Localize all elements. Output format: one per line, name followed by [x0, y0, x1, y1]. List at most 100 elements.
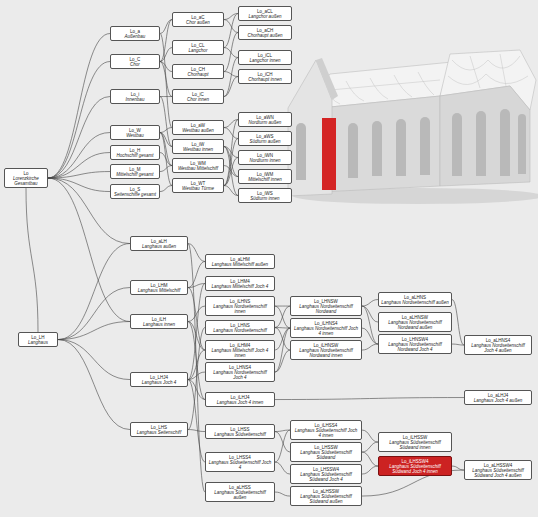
node-code: Lo_LHM4: [208, 279, 272, 284]
node-box: Lo_aLHSSWLanghaus Südseitenschiff Südwan…: [290, 486, 362, 506]
node-box: Lo_iLHSS4Langhaus Südseitenschiff Joch 4…: [290, 420, 362, 440]
node-name: Langhaus Südseitenschiff Joch 4: [208, 460, 272, 470]
node-code: Lo_LHSSW4: [293, 467, 359, 472]
connector-curve: [160, 166, 172, 172]
node-name: Innenbau: [113, 97, 157, 102]
node-box: Lo_SSeitenschiffe gesamt: [110, 184, 160, 199]
connector-curve: [224, 139, 238, 186]
node-name: Langhaus Nordseitenschiff Joch 4 außen: [467, 343, 529, 353]
node-name: Langhaus Nordseitenschiff: [208, 328, 272, 333]
node-name: Langhaus Südseitenschiff Joch 4 innen: [293, 428, 359, 438]
connector-curve: [48, 97, 110, 179]
connector-curve: [275, 328, 290, 351]
node-name: Langhaus Südseitenschiff: [208, 432, 272, 437]
connector-curve: [58, 244, 130, 340]
node-box: Lo_aLHMLanghaus Mittelschiff außen: [205, 254, 275, 269]
node-box: Lo_HHochschiff gesamt: [110, 145, 160, 160]
connector-curve: [452, 300, 464, 346]
connector-curve: [275, 306, 290, 328]
node-box: Lo_iLHNSWLanghaus Nordseitenschiff Nordw…: [290, 340, 362, 360]
node-box: Lo_LHJ4Langhaus Joch 4: [130, 372, 188, 387]
node-name: Langhaus Südseitenschiff Südwand Joch 4 …: [467, 468, 529, 478]
node-name: Chorhaupt innen: [241, 77, 289, 82]
node-box: Lo_LHLanghaus: [18, 332, 58, 347]
node-code: Lo_aCL: [241, 9, 289, 14]
node-name: Nordturm innen: [241, 158, 289, 163]
node-code: Lo_H: [113, 148, 157, 153]
connector-curve: [160, 186, 172, 192]
node-name: Langhaus Südseitenschiff Südwand: [293, 450, 359, 460]
node-code: Lo_iLHM4: [208, 343, 272, 348]
connector-curve: [275, 430, 290, 462]
node-name: Langhaus Joch 4 innen: [208, 400, 272, 405]
node-code: Lo_LHNSW4: [381, 337, 449, 342]
connector-curve: [188, 262, 205, 288]
connector-curve: [275, 462, 290, 474]
node-code: Lo_iWN: [241, 153, 289, 158]
connector-curve: [362, 306, 378, 344]
connector-curve: [160, 62, 172, 97]
node-code: Lo_LHNS: [208, 323, 272, 328]
connector-curve: [452, 466, 464, 470]
node-name: Chorhaupt: [175, 72, 221, 77]
node-code: Lo_WT: [175, 181, 221, 186]
node-code: Lo_WM: [175, 161, 221, 166]
node-code: Lo_aWN: [241, 115, 289, 120]
node-box: Lo_iCHChorhaupt innen: [238, 69, 292, 84]
connector-curve: [58, 340, 130, 430]
node-box: Lo_CHChorhaupt: [172, 64, 224, 79]
node-code: Lo_iLHSSW: [381, 435, 449, 440]
node-box: Lo_iLHLanghaus innen: [130, 314, 188, 329]
connector-curve: [58, 322, 130, 340]
node-box: Lo_LHSSW4Langhaus Südseitenschiff Südwan…: [290, 464, 362, 484]
node-code: Lo_aLHNS4: [467, 338, 529, 343]
node-box: Lo_aWNNordturm außen: [238, 112, 292, 127]
node-box: Lo_CChor: [110, 54, 160, 69]
node-box: Lo_LHM4Langhaus Mittelschiff Joch 4: [205, 276, 275, 291]
node-box: Lo_aLHNSLanghaus Nordseitenschiff außen: [378, 292, 452, 307]
connector-curve: [26, 188, 38, 332]
node-name: Außenbau: [113, 34, 157, 39]
connector-curve: [224, 33, 238, 72]
node-code: Lo_aW: [175, 123, 221, 128]
node-box: Lo_iWMMittelschiff innen: [238, 169, 292, 184]
node-box: Lo_LHNSW4Langhaus Nordseitenschiff Nordw…: [378, 334, 452, 354]
node-box: Lo_aLHJ4Langhaus Joch 4 außen: [464, 390, 532, 405]
connector-curve: [160, 97, 172, 147]
node-box: Lo_LHSSLanghaus Südseitenschiff: [205, 424, 275, 439]
connector-curve: [224, 120, 238, 186]
node-code: Lo_aLH: [133, 239, 185, 244]
node-box: Lo_iWNNordturm innen: [238, 150, 292, 165]
choir-vaults: [448, 54, 528, 88]
highlighted-bay: [322, 118, 336, 190]
node-box: Lo_aLHNS4Langhaus Nordseitenschiff Joch …: [464, 335, 532, 355]
node-name: Langhaus: [21, 340, 55, 345]
node-name: Langhaus Joch 4: [133, 380, 185, 385]
node-box: Lo_LHSLanghaus Seitenschiff: [130, 422, 188, 437]
node-name: Westbau Türme: [175, 186, 221, 191]
node-name: Langhaus Nordseitenschiff Joch 4: [208, 370, 272, 380]
connector-curve: [188, 244, 205, 493]
node-code: Lo_iWS: [241, 191, 289, 196]
node-box: Lo_aWSSüdturm außen: [238, 131, 292, 146]
node-box: Lo_aLHLanghaus außen: [130, 236, 188, 251]
node-box: Lo_iInnenbau: [110, 89, 160, 104]
node-name: Langhaus Mittelschiff: [133, 288, 185, 293]
node-name: Langhaus Nordseitenschiff Nordwand Joch …: [381, 342, 449, 352]
connector-curve: [362, 466, 378, 474]
node-name: Langhaus Nordseitenschiff Nordwand innen: [293, 348, 359, 358]
node-code: Lo_iCH: [241, 72, 289, 77]
node-code: Lo_S: [113, 187, 157, 192]
node-name: Langhaus Mittelschiff Joch 4: [208, 284, 272, 289]
node-code: Lo_LHSS4: [208, 455, 272, 460]
connector-curve: [224, 128, 238, 139]
node-name: Langhaus Nordseitenschiff Nordwand: [293, 304, 359, 314]
node-code: Lo_CH: [175, 67, 221, 72]
node-box: Lo_aAußenbau: [110, 26, 160, 41]
connector-curve: [275, 306, 290, 307]
connector-curve: [275, 432, 290, 453]
node-code: Lo_iLHNSW: [293, 343, 359, 348]
node-code: Lo_aLHSSW4: [467, 463, 529, 468]
node-box: Lo_LHSS4Langhaus Südseitenschiff Joch 4: [205, 452, 275, 472]
connector-curve: [160, 128, 172, 133]
